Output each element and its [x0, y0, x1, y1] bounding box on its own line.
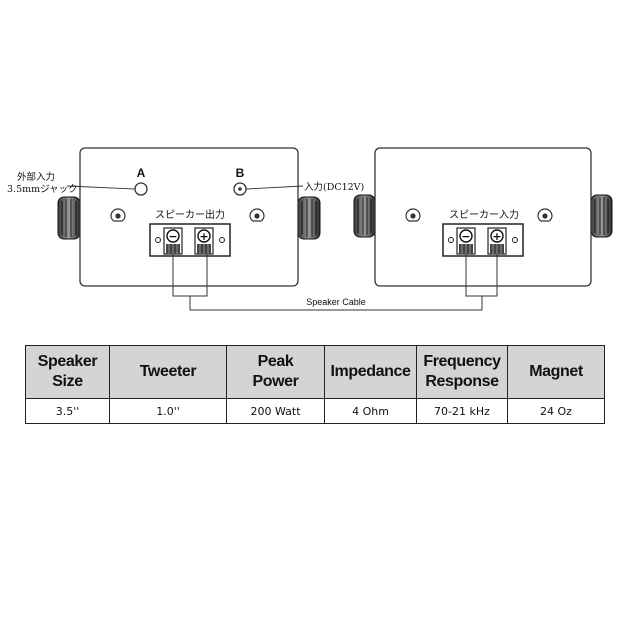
right-unit-keyhole-left — [405, 208, 421, 222]
value-speaker-size: 3.5'' — [25, 398, 110, 424]
spec-header-row: Speaker Size Tweeter Peak Power Impedanc… — [25, 345, 605, 399]
right-unit-left-knob — [353, 194, 376, 238]
right-speaker-unit: スピーカー入力 − + — [353, 147, 613, 287]
header-speaker-size-line2: Size — [52, 373, 83, 390]
header-peak-power: Peak Power — [226, 345, 325, 399]
value-peak-power: 200 Watt — [226, 398, 325, 424]
port-b-letter: B — [236, 166, 245, 180]
left-unit-left-knob — [57, 196, 81, 240]
header-impedance: Impedance — [324, 345, 417, 399]
header-magnet-line1: Magnet — [529, 363, 583, 380]
value-magnet: 24 Oz — [507, 398, 605, 424]
spec-table: Speaker Size Tweeter Peak Power Impedanc… — [25, 345, 605, 424]
header-speaker-size: Speaker Size — [25, 345, 110, 399]
right-terminal-minus: − — [461, 230, 470, 243]
spec-value-row: 3.5'' 1.0'' 200 Watt 4 Ohm 70-21 kHz 24 … — [25, 398, 605, 424]
port-a-jack — [134, 182, 148, 196]
value-impedance: 4 Ohm — [324, 398, 417, 424]
port-b-label: 入力(DC12V) — [304, 181, 364, 193]
left-speaker-unit: A 外部入力 3.5mmジャック B 入力(DC12V) スピーカー出力 − + — [7, 147, 364, 287]
right-speaker-terminal: − + — [442, 223, 524, 257]
right-terminal-plus: + — [492, 230, 501, 243]
left-unit-keyhole-left — [110, 208, 126, 222]
header-speaker-size-line1: Speaker — [37, 353, 98, 370]
port-a-leader-line — [66, 185, 136, 190]
right-unit-right-knob — [590, 194, 613, 238]
port-a-letter: A — [137, 166, 146, 180]
header-impedance-line1: Impedance — [330, 363, 411, 380]
right-terminal-label: スピーカー入力 — [449, 208, 519, 221]
header-peak-power-line2: Power — [252, 373, 299, 390]
speaker-cable — [172, 254, 498, 311]
header-tweeter-line1: Tweeter — [139, 363, 197, 380]
header-peak-power-line1: Peak — [257, 353, 294, 370]
right-unit-keyhole-right — [537, 208, 553, 222]
left-unit-keyhole-right — [249, 208, 265, 222]
port-b-leader-line — [245, 185, 304, 190]
header-tweeter: Tweeter — [109, 345, 227, 399]
header-frequency-response: Frequency Response — [416, 345, 508, 399]
left-speaker-terminal: − + — [149, 223, 231, 257]
value-tweeter: 1.0'' — [109, 398, 227, 424]
value-frequency-response: 70-21 kHz — [416, 398, 508, 424]
header-frequency-response-line2: Response — [425, 373, 499, 390]
left-unit-right-knob — [297, 196, 321, 240]
left-unit-body — [79, 147, 299, 287]
left-terminal-minus: − — [168, 230, 177, 243]
port-b-jack-pin — [238, 187, 242, 191]
header-magnet: Magnet — [507, 345, 605, 399]
header-frequency-response-line1: Frequency — [423, 353, 501, 370]
right-unit-body — [374, 147, 592, 287]
port-a-label-line2: 3.5mmジャック — [7, 184, 78, 195]
speaker-cable-label: Speaker Cable — [306, 297, 366, 307]
left-terminal-plus: + — [199, 230, 208, 243]
speaker-wiring-diagram: A 外部入力 3.5mmジャック B 入力(DC12V) スピーカー出力 − + — [7, 147, 613, 311]
port-a-label-line1: 外部入力 — [17, 171, 55, 183]
left-terminal-label: スピーカー出力 — [155, 208, 225, 221]
